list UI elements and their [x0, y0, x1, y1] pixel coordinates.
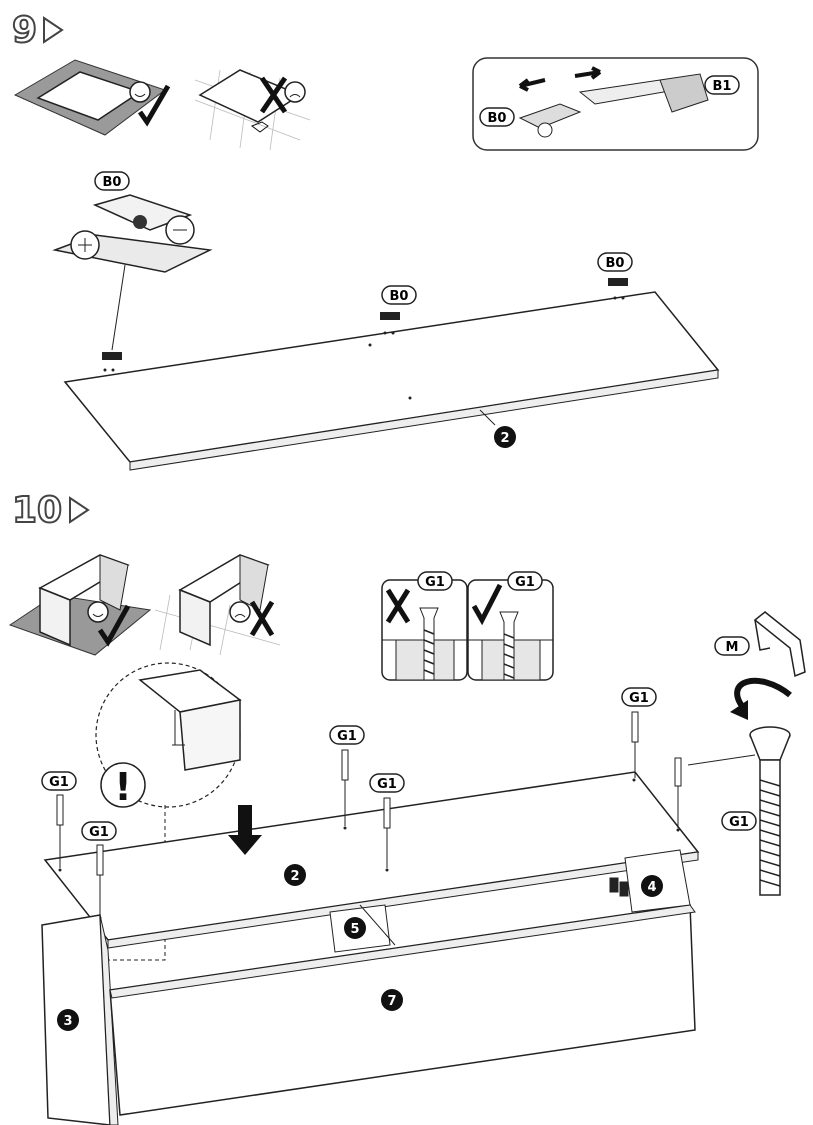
part-badge-2-step10: [284, 864, 306, 886]
pointer-line: [479, 409, 496, 426]
label-g1-1: G1: [49, 775, 69, 790]
label-g1-4: G1: [377, 777, 397, 792]
arrow-left-icon: [518, 78, 546, 92]
allen-key-m: M: [714, 611, 806, 720]
svg-text:2: 2: [290, 869, 299, 884]
mat-wrong-illustration: [194, 69, 311, 151]
cam-bolt-inset: G1 G1: [381, 571, 554, 681]
panel-2-step9: B0 B0 2: [63, 252, 720, 471]
svg-text:3: 3: [63, 1014, 72, 1029]
svg-text:5: 5: [350, 922, 359, 937]
part-badge-3: [57, 1009, 79, 1031]
svg-text:7: 7: [387, 994, 396, 1009]
label-g1-large: G1: [729, 815, 749, 830]
cross-icon: [259, 76, 288, 114]
step-number-9: 9: [12, 10, 37, 51]
label-b1: B1: [713, 79, 732, 94]
svg-text:2: 2: [500, 431, 509, 446]
pointer-line: [687, 754, 756, 766]
check-icon: [97, 604, 131, 647]
arrow-right-icon: [574, 66, 602, 80]
label-g1-inset-wrong: G1: [425, 575, 445, 590]
step-10-header: 10: [11, 489, 90, 532]
part-badge-5: [344, 917, 366, 939]
pointer-line: [111, 264, 126, 351]
cross-icon: [249, 600, 275, 637]
smiley-sad-icon: [284, 81, 306, 103]
cabinet-body: 3 4 5 7: [41, 849, 696, 1125]
label-g1-2: G1: [89, 825, 109, 840]
label-b0-right: B0: [606, 256, 625, 271]
panel-2-step10: 2: [43, 771, 700, 949]
smiley-happy-icon: [87, 601, 109, 623]
label-b0-mid: B0: [390, 289, 409, 304]
check-icon: [471, 583, 503, 626]
hinge-inset-box: B0 B1: [472, 57, 759, 151]
triangle-play-icon: [69, 496, 90, 524]
label-g1-3: G1: [337, 729, 357, 744]
triangle-play-icon: [43, 16, 64, 44]
hinge-plate-b0-detail: B0: [52, 171, 213, 351]
label-b0: B0: [488, 111, 507, 126]
check-icon: [137, 84, 171, 127]
part-badge-4: [641, 875, 663, 897]
cross-icon: [385, 588, 411, 624]
mat-correct-illustration: [13, 59, 171, 136]
cabinet-mat-correct-illustration: [8, 554, 152, 656]
smiley-happy-icon: [129, 81, 151, 103]
svg-text:4: 4: [647, 880, 656, 895]
label-g1-inset-right: G1: [515, 575, 535, 590]
step-9-header: 9: [11, 9, 64, 52]
step-number-10: 10: [12, 490, 62, 531]
smiley-sad-icon: [229, 601, 251, 623]
arrow-down-icon: [228, 805, 262, 855]
rotate-arrow-icon: [734, 677, 792, 712]
warning-exclamation-icon: !: [114, 765, 131, 809]
part-badge-2: [494, 426, 516, 448]
magnifier-detail: !: [95, 662, 242, 961]
label-m: M: [726, 640, 739, 655]
part-badge-7: [381, 989, 403, 1011]
g1-bolts: G1 G1 G1 G1 G1: [41, 687, 682, 916]
label-g1-5: G1: [629, 691, 649, 706]
cam-bolt-g1-large: G1: [687, 726, 791, 896]
cabinet-mat-wrong-illustration: [154, 554, 281, 656]
label-b0-detail: B0: [103, 175, 122, 190]
